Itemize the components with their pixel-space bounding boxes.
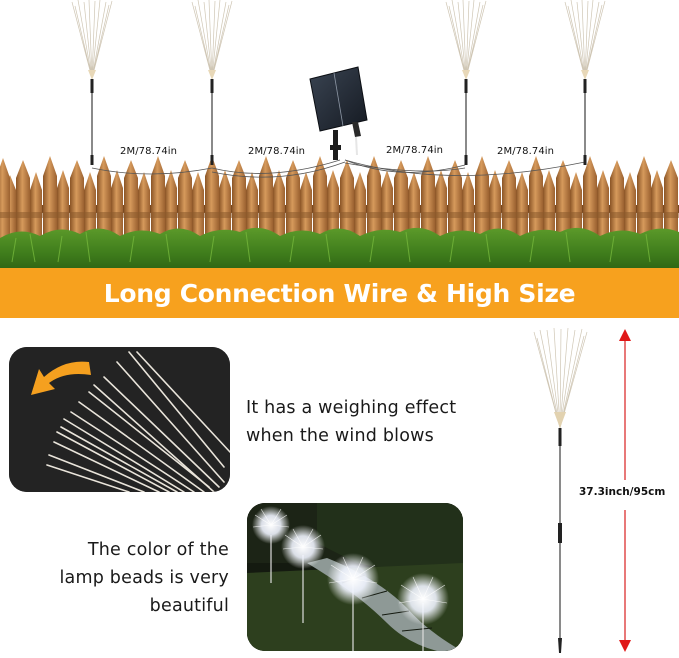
height-arrow-icon: [619, 329, 631, 652]
stake-lights: [71, 0, 606, 165]
caption-line: beautiful: [149, 596, 229, 616]
weighing-effect-caption: It has a weighing effect when the wind b…: [246, 394, 456, 450]
banner-title: Long Connection Wire & High Size: [103, 278, 576, 308]
wires-closeup-image: [9, 347, 230, 492]
lamp-beads-caption: The color of the lamp beads is very beau…: [59, 536, 229, 620]
wire-length-label: 2M/78.74in: [120, 146, 178, 157]
wire-length-label: 2M/78.74in: [248, 146, 306, 157]
fence-illustration: [0, 0, 679, 270]
firework-lights-image: [247, 503, 463, 651]
bendable-wires-photo: [9, 347, 230, 492]
night-garden-photo: [247, 503, 463, 651]
fence-scene: 2M/78.74in 2M/78.74in 2M/78.74in 2M/78.7…: [0, 0, 679, 270]
caption-line: when the wind blows: [246, 426, 434, 446]
solar-panel: [309, 66, 368, 160]
headline-banner: Long Connection Wire & High Size: [0, 268, 679, 318]
caption-line: lamp beads is very: [59, 568, 229, 588]
stake-light-fan: [533, 327, 588, 429]
caption-line: The color of the: [87, 540, 229, 560]
caption-line: It has a weighing effect: [246, 398, 457, 418]
wire-length-label: 2M/78.74in: [497, 146, 555, 157]
connection-wires: [91, 159, 586, 178]
stake-light-dimension-diagram: [533, 327, 631, 653]
grass: [0, 227, 679, 270]
curved-arrow-icon: [31, 361, 91, 395]
wire-length-label: 2M/78.74in: [386, 145, 444, 156]
height-dimension-label: 37.3inch/95cm: [578, 486, 667, 498]
